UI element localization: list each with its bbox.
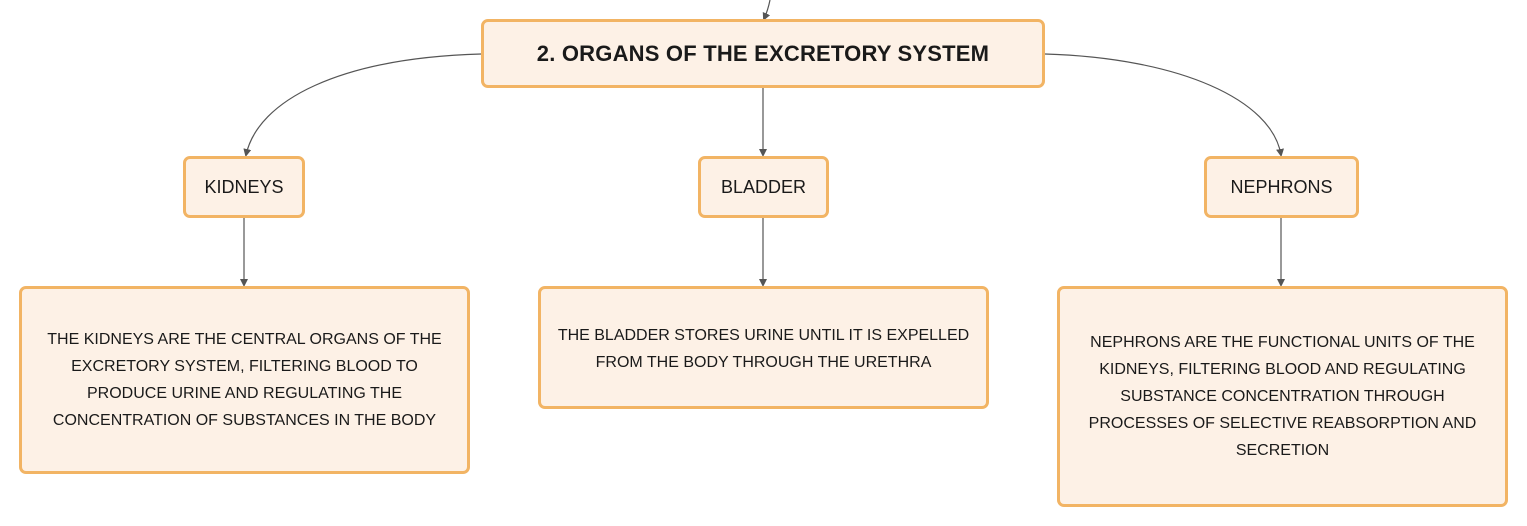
root-to-kidneys-connector bbox=[243, 53, 482, 157]
bladder-description-node[interactable]: THE BLADDER STORES URINE UNTIL IT IS EXP… bbox=[538, 286, 989, 409]
kidneys-description-node[interactable]: THE KIDNEYS ARE THE CENTRAL ORGANS OF TH… bbox=[19, 286, 470, 474]
bladder-description-text: THE BLADDER STORES URINE UNTIL IT IS EXP… bbox=[557, 327, 970, 371]
incoming-connector bbox=[762, 0, 771, 21]
nephrons-node[interactable]: NEPHRONS bbox=[1204, 156, 1359, 218]
kidneys-node[interactable]: KIDNEYS bbox=[183, 156, 305, 218]
nephrons-node-label: NEPHRONS bbox=[1230, 176, 1333, 197]
bladder-node-label: BLADDER bbox=[720, 176, 807, 197]
nephrons-description-node[interactable]: NEPHRONS ARE THE FUNCTIONAL UNITS OF THE… bbox=[1057, 286, 1508, 507]
kidneys-description-text: THE KIDNEYS ARE THE CENTRAL ORGANS OF TH… bbox=[47, 331, 442, 429]
root-node[interactable]: 2. ORGANS OF THE EXCRETORY SYSTEM bbox=[481, 19, 1045, 88]
nephrons-description-text: NEPHRONS ARE THE FUNCTIONAL UNITS OF THE… bbox=[1088, 334, 1477, 459]
root-to-nephrons-connector bbox=[1044, 53, 1284, 157]
root-node-label: 2. ORGANS OF THE EXCRETORY SYSTEM bbox=[536, 40, 990, 66]
kidneys-node-label: KIDNEYS bbox=[204, 176, 284, 197]
bladder-node[interactable]: BLADDER bbox=[698, 156, 829, 218]
